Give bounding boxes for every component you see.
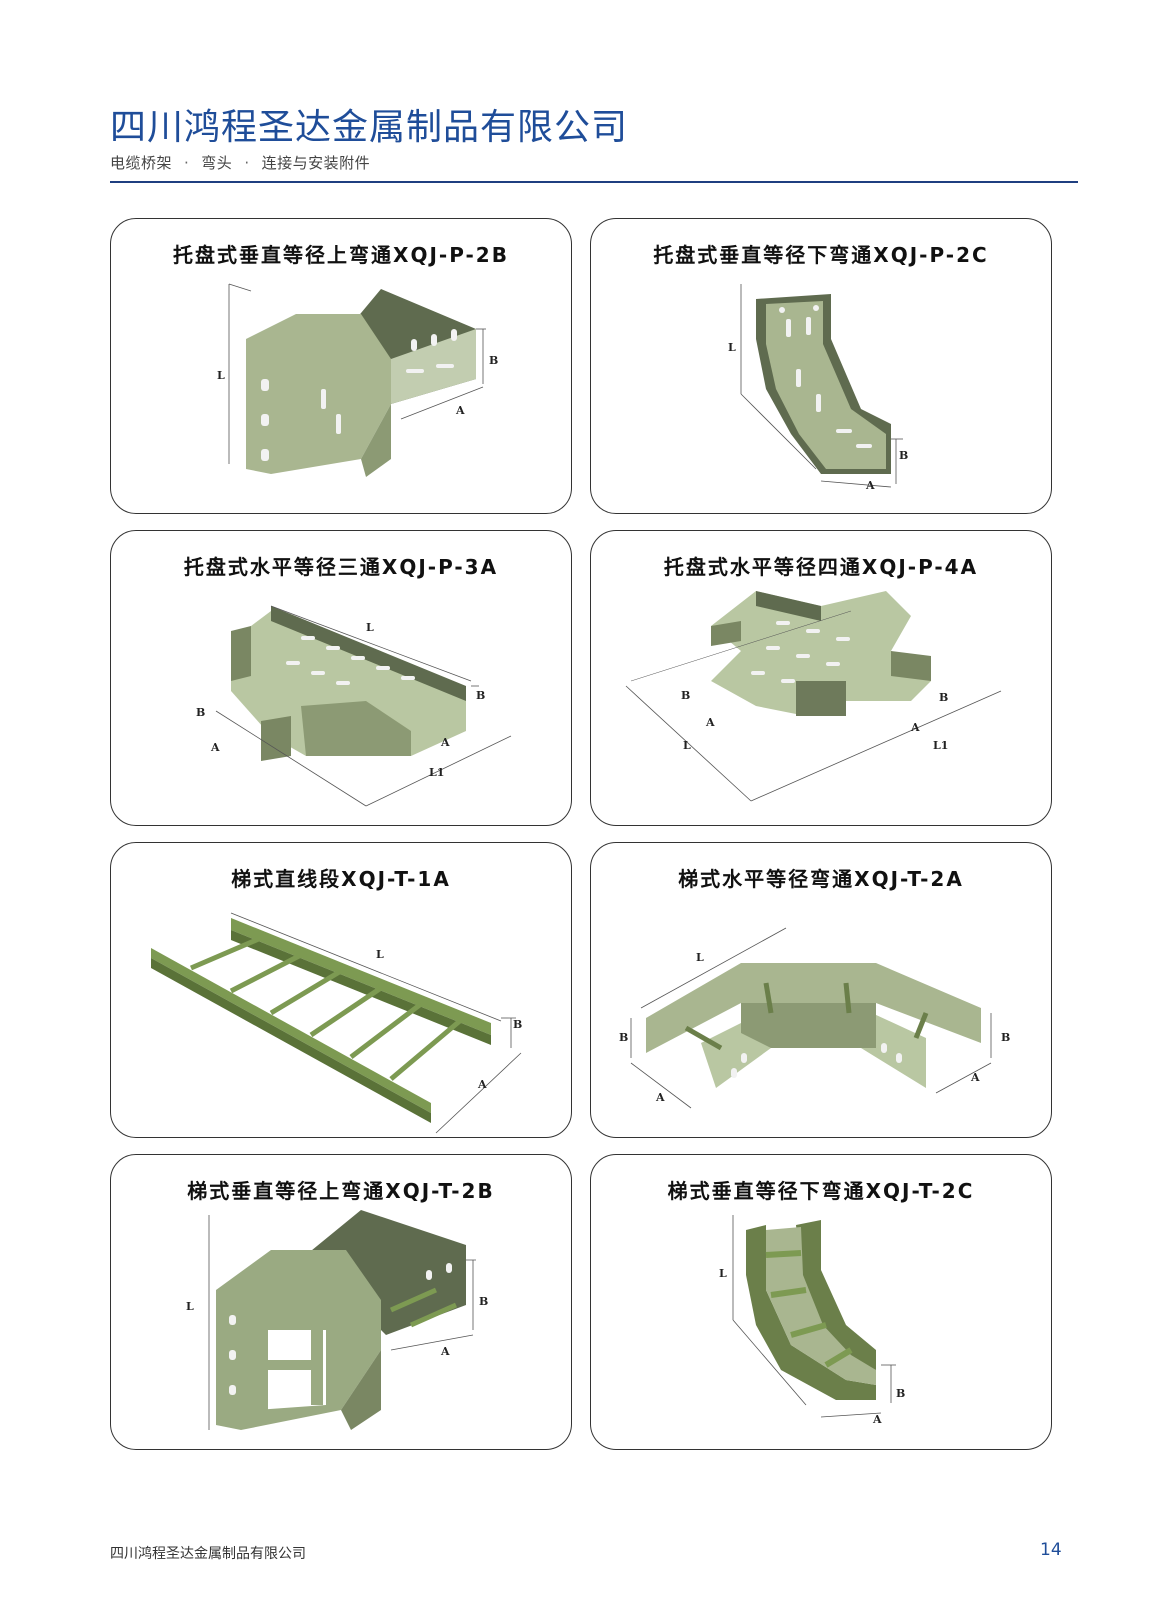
dimension-label-a: A <box>440 1345 450 1358</box>
dimension-label-b: B <box>896 1387 905 1400</box>
dimension-label-a-left: A <box>655 1091 665 1104</box>
tray-horizontal-tee-illustration: L B B A A L1 <box>196 605 512 807</box>
product-card-tray-horizontal-tee: 托盘式水平等径三通XQJ-P-3A L B B A A L1 <box>110 530 572 826</box>
dimension-label-l: L <box>728 341 736 354</box>
dimension-label-l1: L1 <box>429 766 444 779</box>
dimension-label-b-right: B <box>939 691 948 704</box>
product-title: 托盘式水平等径三通XQJ-P-3A <box>183 555 499 579</box>
product-card-ladder-horizontal-elbow: 梯式水平等径弯通XQJ-T-2A L B B A A <box>590 842 1052 1138</box>
product-card-tray-vertical-down-elbow: 托盘式垂直等径下弯通XQJ-P-2C L B A <box>590 218 1052 514</box>
product-card-ladder-straight: 梯式直线段XQJ-T-1A L B A <box>110 842 572 1138</box>
separator: · <box>184 154 190 172</box>
product-title: 托盘式垂直等径下弯通XQJ-P-2C <box>653 243 989 267</box>
dimension-label-b-right: B <box>1001 1031 1010 1044</box>
product-title: 托盘式垂直等径上弯通XQJ-P-2B <box>173 243 509 267</box>
tray-vertical-up-elbow-illustration: L B A <box>217 283 498 477</box>
ladder-straight-illustration: L B A <box>151 912 522 1134</box>
dimension-label-l: L <box>683 739 691 752</box>
product-card-tray-vertical-up-elbow: 托盘式垂直等径上弯通XQJ-P-2B L B A <box>110 218 572 514</box>
ladder-horizontal-elbow-illustration: L B B A A <box>619 927 1010 1109</box>
dimension-label-b-right: B <box>476 689 485 702</box>
dimension-label-a-left: A <box>705 716 715 729</box>
dimension-label-b-left: B <box>619 1031 628 1044</box>
product-title: 梯式垂直等径下弯通XQJ-T-2C <box>667 1179 975 1203</box>
header-divider <box>110 181 1078 183</box>
page-number: 14 <box>1040 1540 1062 1560</box>
dimension-label-b-left: B <box>196 706 205 719</box>
dimension-label-a: A <box>455 404 465 417</box>
category-elbow: 弯头 <box>201 154 233 172</box>
dimension-label-a-right: A <box>440 736 450 749</box>
tray-horizontal-cross-illustration: B B A A L L1 <box>625 591 1002 802</box>
dimension-label-b: B <box>479 1295 488 1308</box>
footer-company-name: 四川鸿程圣达金属制品有限公司 <box>110 1546 306 1562</box>
product-title: 托盘式水平等径四通XQJ-P-4A <box>663 555 979 579</box>
category-cable-tray: 电缆桥架 <box>110 154 173 172</box>
ladder-vertical-down-elbow-illustration: L B A <box>719 1215 905 1426</box>
dimension-label-l: L <box>719 1267 727 1280</box>
dimension-label-a: A <box>477 1078 487 1091</box>
dimension-label-b: B <box>513 1018 522 1031</box>
category-accessories: 连接与安装附件 <box>261 154 371 172</box>
dimension-label-a-left: A <box>210 741 220 754</box>
dimension-label-b: B <box>899 449 908 462</box>
product-card-ladder-vertical-up-elbow: 梯式垂直等径上弯通XQJ-T-2B L B A <box>110 1154 572 1450</box>
dimension-label-l: L <box>366 621 374 634</box>
page-title: 四川鸿程圣达金属制品有限公司 <box>110 107 629 148</box>
dimension-label-a-right: A <box>910 721 920 734</box>
dimension-label-l: L <box>696 951 704 964</box>
product-card-tray-horizontal-cross: 托盘式水平等径四通XQJ-P-4A B B A A L L1 <box>590 530 1052 826</box>
dimension-label-b: B <box>489 354 498 367</box>
category-subtitle: 电缆桥架 · 弯头 · 连接与安装附件 <box>110 152 370 173</box>
dimension-label-a-right: A <box>970 1071 980 1084</box>
dimension-label-l: L <box>186 1300 194 1313</box>
separator: · <box>244 154 250 172</box>
dimension-label-b-left: B <box>681 689 690 702</box>
product-title: 梯式直线段XQJ-T-1A <box>231 867 451 891</box>
tray-vertical-down-elbow-illustration: L B A <box>728 284 908 492</box>
dimension-label-l: L <box>217 369 225 382</box>
product-title: 梯式垂直等径上弯通XQJ-T-2B <box>187 1179 495 1203</box>
dimension-label-a: A <box>865 479 875 492</box>
product-card-ladder-vertical-down-elbow: 梯式垂直等径下弯通XQJ-T-2C L B A <box>590 1154 1052 1450</box>
dimension-label-l1: L1 <box>933 739 948 752</box>
product-title: 梯式水平等径弯通XQJ-T-2A <box>678 867 964 891</box>
dimension-label-a: A <box>872 1413 882 1426</box>
dimension-label-l: L <box>376 948 384 961</box>
ladder-vertical-up-elbow-illustration: L B A <box>186 1210 488 1430</box>
